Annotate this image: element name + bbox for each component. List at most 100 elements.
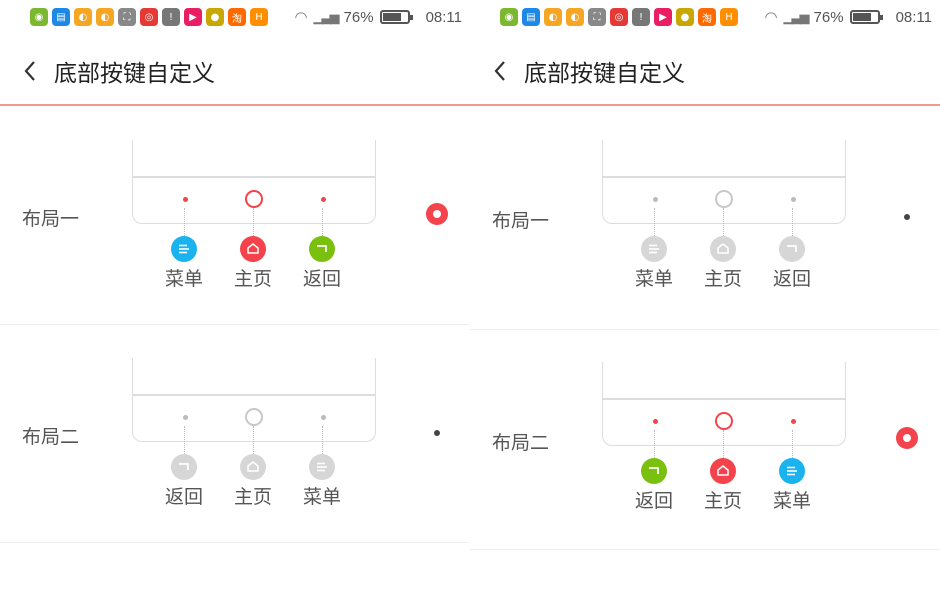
key-connector: [654, 430, 655, 458]
key-label: 主页: [703, 268, 742, 290]
store-icon: H: [720, 8, 738, 26]
camera-icon: ●: [676, 8, 694, 26]
key-label: 菜单: [772, 490, 811, 512]
scan-icon: ⛶: [588, 8, 606, 26]
layout-label: 布局二: [492, 432, 550, 454]
back-arrow-icon[interactable]: [20, 58, 42, 84]
key-connector: [253, 208, 254, 236]
phone-preview: [602, 362, 846, 446]
taobao-icon: 淘: [228, 8, 246, 26]
home-key-marker: [715, 412, 733, 430]
key-connector: [184, 426, 185, 454]
home-key-marker: [245, 408, 263, 426]
status-right: ◠▁▃▅76%08:11: [764, 8, 932, 27]
key-label: 菜单: [302, 486, 341, 508]
chrome-icon: ◎: [610, 8, 628, 26]
home-icon: [240, 236, 266, 262]
home-key-marker: [715, 190, 733, 208]
uc-icon-1: ◐: [544, 8, 562, 26]
key-label: 返回: [164, 486, 203, 508]
back-arrow-icon[interactable]: [490, 58, 512, 84]
radio-selected[interactable]: [896, 427, 918, 449]
key-label: 菜单: [164, 268, 203, 290]
key-label: 菜单: [634, 268, 673, 290]
uc-icon-2: ◐: [96, 8, 114, 26]
key-connector: [792, 208, 793, 236]
back-key-icon: [309, 236, 335, 262]
key-marker-dot: [182, 197, 188, 202]
home-icon: [710, 236, 736, 262]
key-label: 主页: [703, 490, 742, 512]
screen-divider: [133, 176, 375, 178]
battery-percent: 76%: [813, 8, 844, 26]
menu-icon: [779, 458, 805, 484]
wifi-icon: ◠: [294, 9, 308, 26]
key-connector: [322, 426, 323, 454]
browser-icon: ◉: [30, 8, 48, 26]
layout-option-2[interactable]: 布局二返回 主页 菜单: [470, 330, 940, 550]
screen-divider: [603, 398, 845, 400]
camera-icon: ●: [206, 8, 224, 26]
key-label: 主页: [233, 268, 272, 290]
screen-divider: [133, 394, 375, 396]
battery-percent: 76%: [343, 8, 374, 26]
key-marker-dot: [320, 197, 326, 202]
menu-icon: [171, 236, 197, 262]
key-connector: [723, 430, 724, 458]
taobao-icon: 淘: [698, 8, 716, 26]
video-icon: ▶: [184, 8, 202, 26]
radio-selected[interactable]: [426, 203, 448, 225]
browser-icon: ◉: [500, 8, 518, 26]
key-marker-dot: [790, 197, 796, 202]
home-icon: [710, 458, 736, 484]
app-header: 底部按键自定义: [0, 36, 470, 106]
back-key-icon: [171, 454, 197, 480]
key-label: 返回: [302, 268, 341, 290]
alert-icon: !: [162, 8, 180, 26]
scan-icon: ⛶: [118, 8, 136, 26]
status-right: ◠ ▁▃▅76% 08:11: [294, 8, 462, 27]
signal-icon: ▁▃▅: [783, 9, 810, 24]
store-icon: H: [250, 8, 268, 26]
key-connector: [253, 426, 254, 454]
radio-unselected[interactable]: [434, 430, 440, 436]
menu-icon: [309, 454, 335, 480]
clock: 08:11: [425, 8, 462, 26]
page-title: 底部按键自定义: [54, 61, 215, 87]
phone-preview: [132, 358, 376, 442]
key-label: 返回: [634, 490, 673, 512]
phone-preview: [132, 140, 376, 224]
signal-icon: ▁▃▅: [313, 9, 340, 24]
key-marker-dot: [652, 419, 658, 424]
phone-preview: [602, 140, 846, 224]
layout-option-1[interactable]: 布局一菜单 主页 返回: [470, 108, 940, 330]
home-icon: [240, 454, 266, 480]
layout-label: 布局一: [492, 210, 550, 232]
key-marker-dot: [790, 419, 796, 424]
clock: 08:11: [895, 8, 932, 26]
news-icon: ▤: [52, 8, 70, 26]
key-marker-dot: [652, 197, 658, 202]
key-label: 返回: [772, 268, 811, 290]
layout-label: 布局一: [22, 208, 80, 230]
uc-icon-1: ◐: [74, 8, 92, 26]
key-marker-dot: [182, 415, 188, 420]
key-connector: [792, 430, 793, 458]
key-connector: [654, 208, 655, 236]
screen-divider: [603, 176, 845, 178]
news-icon: ▤: [522, 8, 540, 26]
key-connector: [723, 208, 724, 236]
key-marker-dot: [320, 415, 326, 420]
alert-icon: !: [632, 8, 650, 26]
layout-option-1[interactable]: 布局一菜单 主页 返回: [0, 108, 470, 325]
key-label: 主页: [233, 486, 272, 508]
battery-icon: [379, 10, 413, 24]
radio-unselected[interactable]: [904, 214, 910, 220]
layout-option-2[interactable]: 布局二返回主页菜单: [0, 326, 470, 543]
